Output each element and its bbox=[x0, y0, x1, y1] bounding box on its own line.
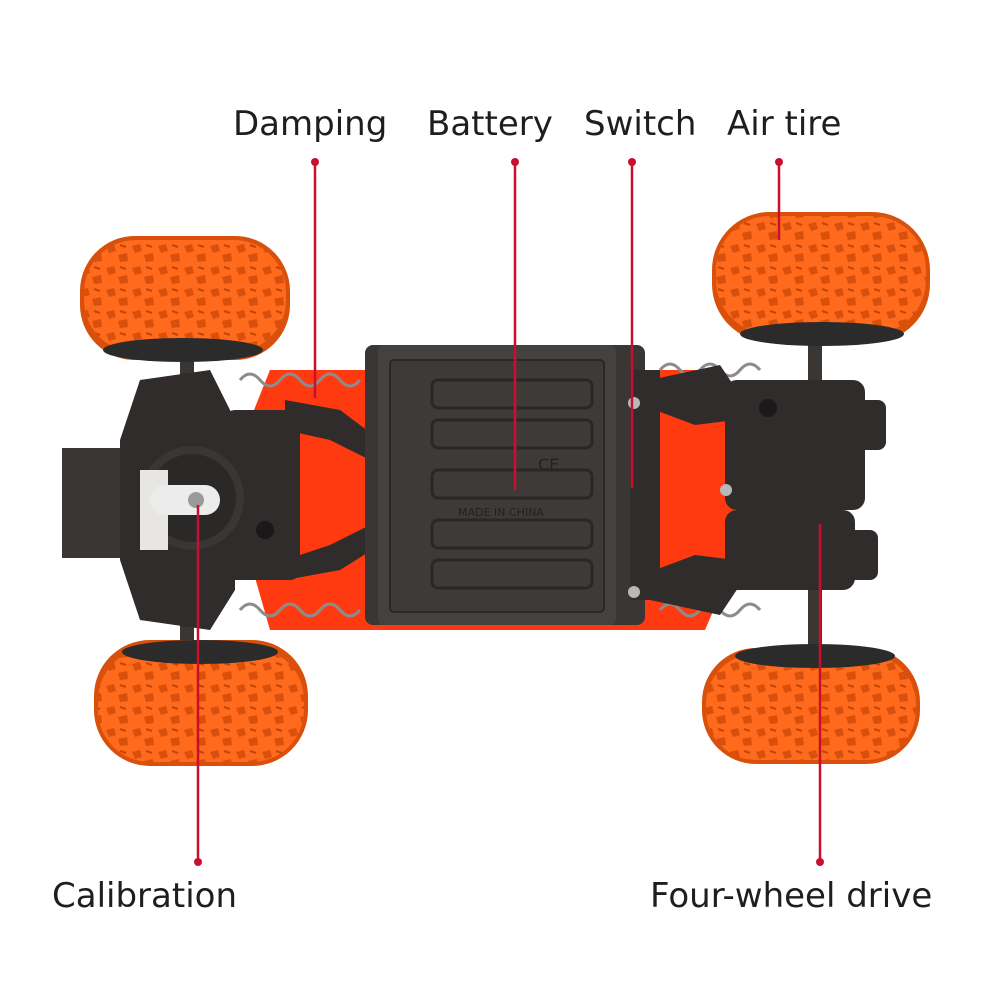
air-tire-dot bbox=[775, 158, 783, 166]
label-damping: Damping bbox=[233, 104, 388, 144]
ce-mark: CE bbox=[538, 455, 559, 474]
switch-dot bbox=[628, 158, 636, 166]
damping-dot bbox=[311, 158, 319, 166]
label-battery: Battery bbox=[427, 104, 553, 144]
tire-rear-left bbox=[94, 640, 308, 766]
four-wheel-drive-dot bbox=[816, 858, 824, 866]
label-air-tire: Air tire bbox=[727, 104, 842, 144]
damping-springs bbox=[238, 362, 762, 618]
label-switch: Switch bbox=[584, 104, 697, 144]
callout-dots bbox=[194, 158, 824, 866]
battery-cover: CE MADE IN CHINA bbox=[378, 345, 616, 625]
made-in-text: MADE IN CHINA bbox=[458, 506, 544, 519]
battery-dot bbox=[511, 158, 519, 166]
calibration-dot bbox=[194, 858, 202, 866]
label-four-wheel-drive: Four-wheel drive bbox=[650, 876, 933, 916]
tire-rear-right bbox=[702, 644, 920, 764]
label-calibration: Calibration bbox=[52, 876, 237, 916]
tire-front-right bbox=[712, 212, 930, 346]
tire-front-left bbox=[80, 236, 290, 362]
callouts bbox=[196, 164, 822, 862]
